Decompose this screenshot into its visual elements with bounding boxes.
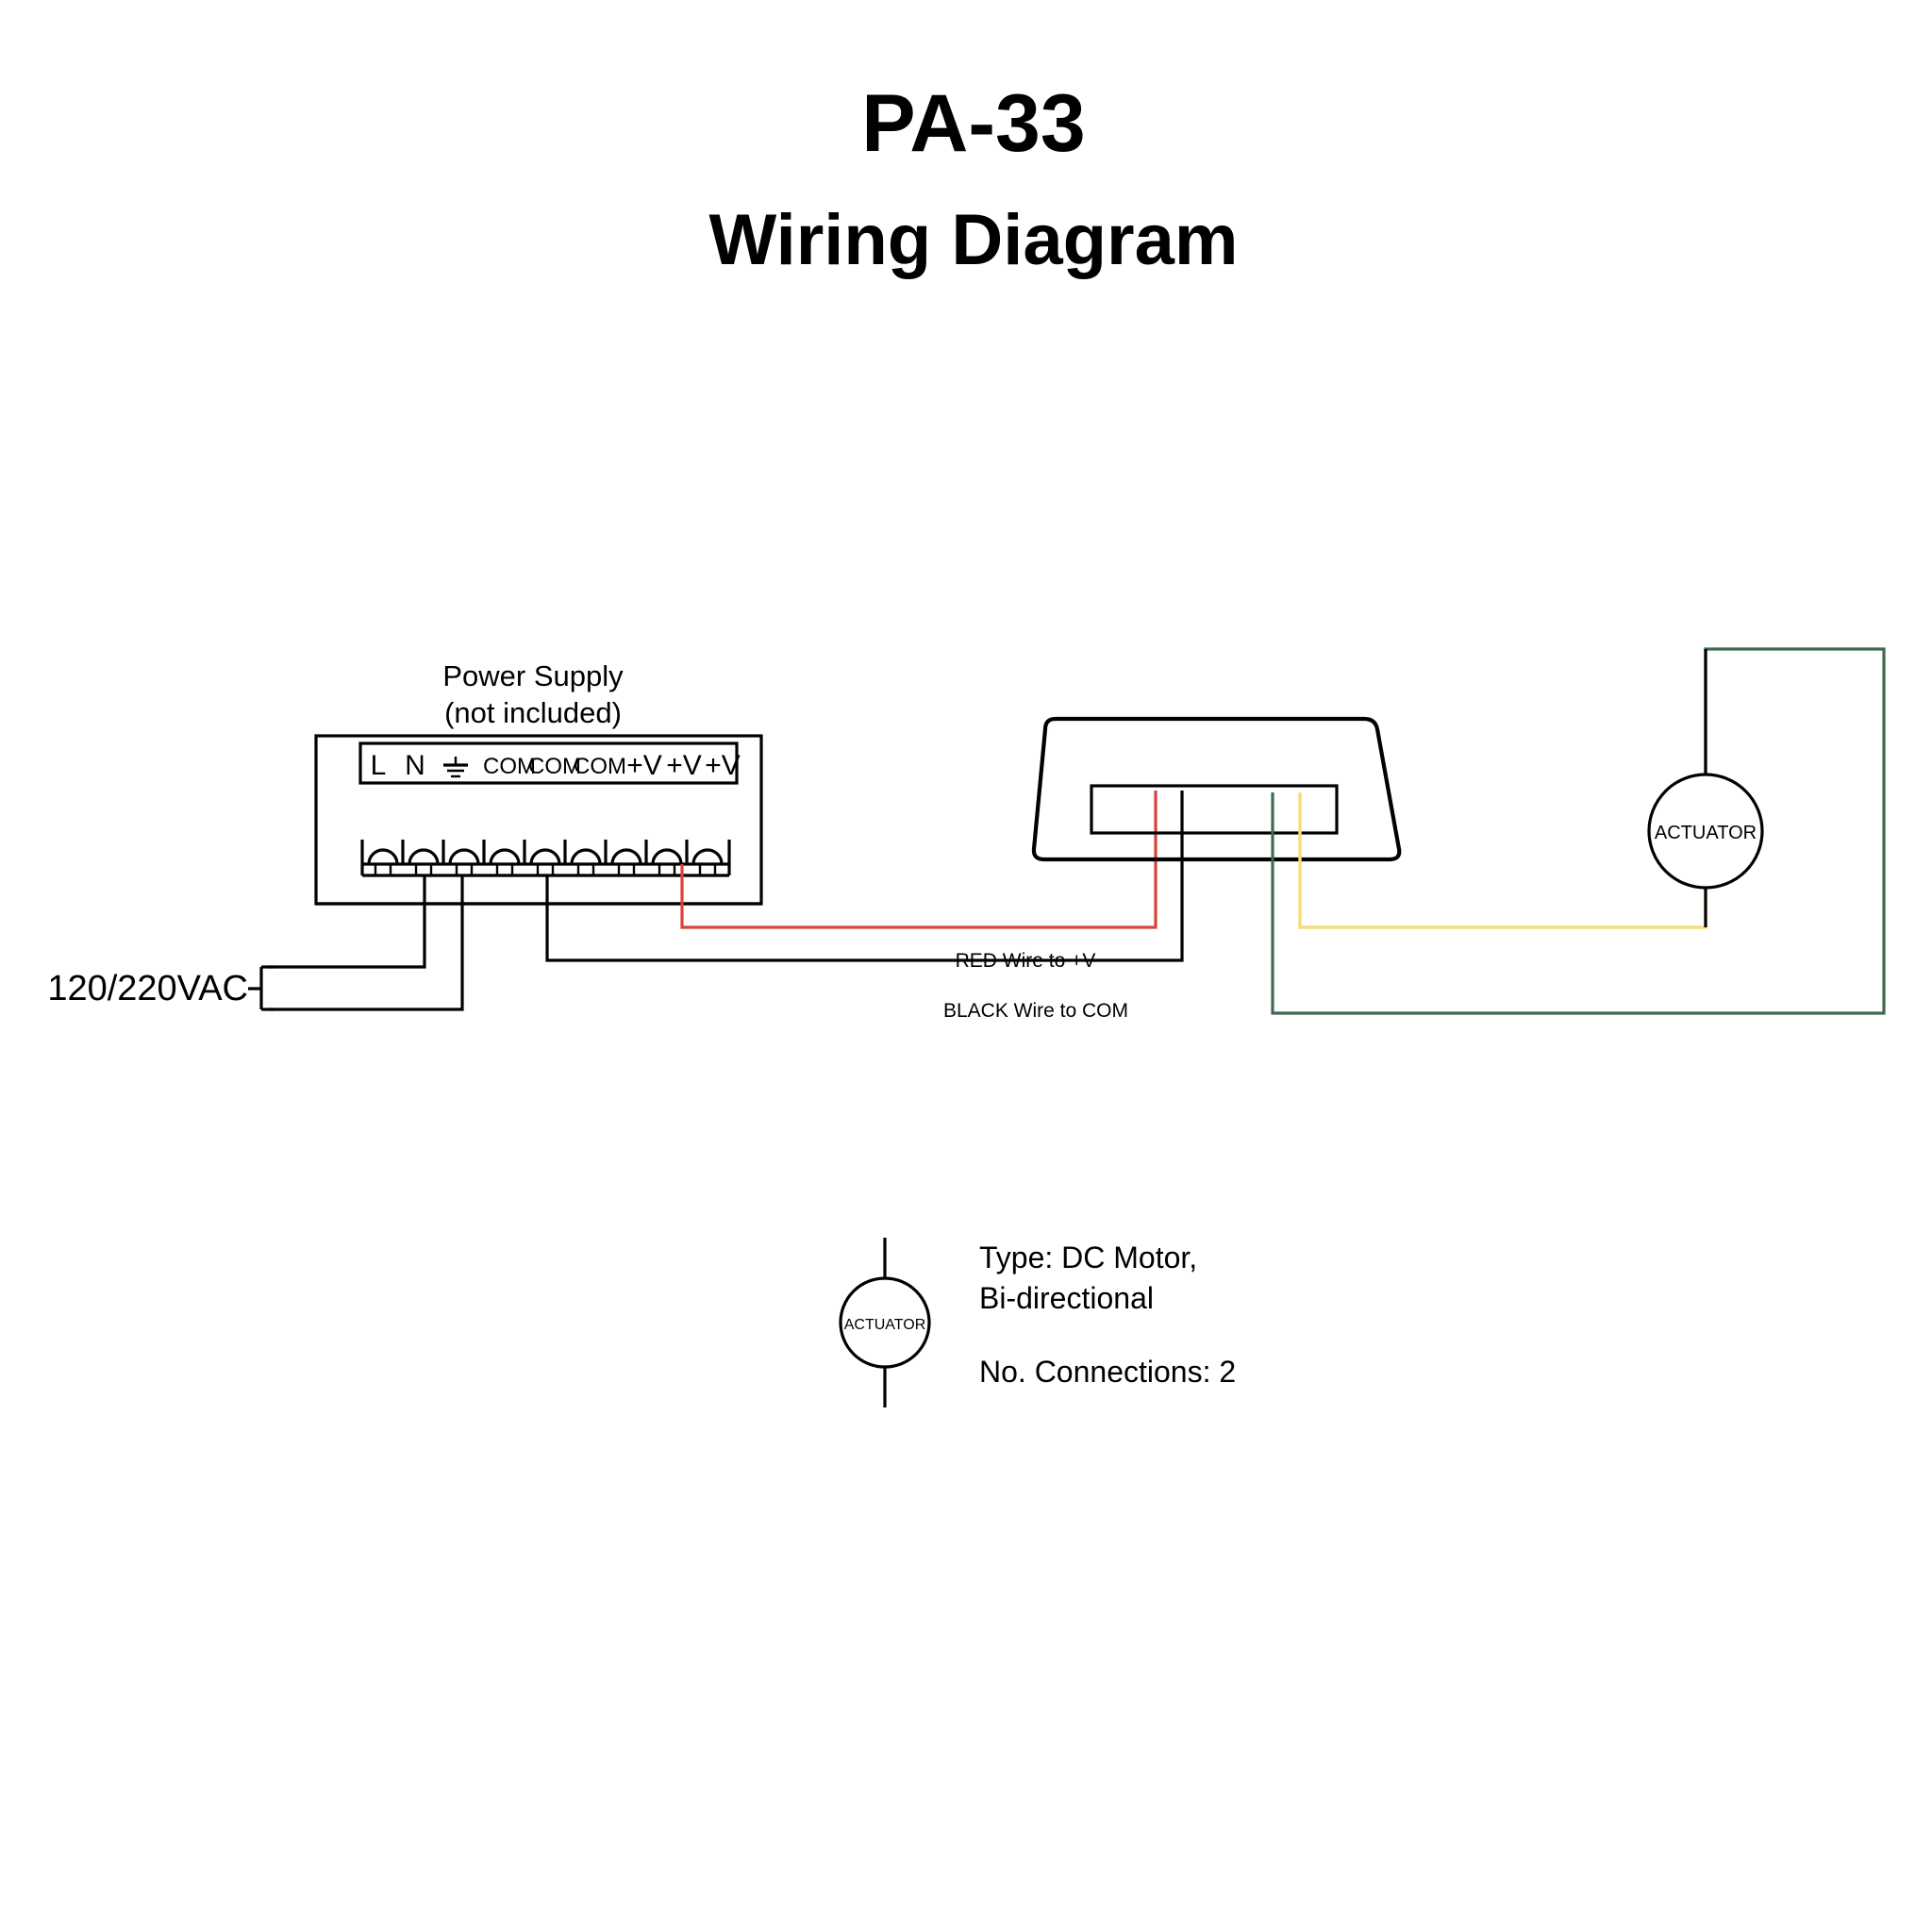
- legend-actuator-symbol: ACTUATOR: [839, 1238, 931, 1407]
- power-supply-label-line1: Power Supply: [442, 659, 624, 692]
- actuator-symbol: ACTUATOR: [1647, 649, 1764, 927]
- terminal-label-COM-2: COM: [528, 754, 581, 779]
- power-supply-label-line2: (not included): [444, 696, 622, 729]
- black-wire-label: BLACK Wire to COM: [943, 1000, 1128, 1022]
- legend-connections: No. Connections: 2: [979, 1355, 1236, 1389]
- legend-actuator-circle: [839, 1276, 931, 1369]
- terminal-label-COM-3: COM: [574, 754, 626, 779]
- legend-actuator-label: ACTUATOR: [844, 1317, 926, 1333]
- terminal-block: [360, 840, 731, 877]
- actuator-circle: [1647, 773, 1764, 890]
- terminal-label-plusV-1: +V: [626, 750, 662, 781]
- ac-line-wire: [269, 875, 426, 969]
- page-title-line2: Wiring Diagram: [709, 200, 1239, 280]
- control-box-terminal-slot: [1090, 784, 1339, 835]
- green-wire-actuator: [1271, 647, 1886, 1015]
- control-box-outline: [1031, 716, 1402, 862]
- terminal-label-plusV-3: +V: [705, 750, 741, 781]
- terminal-label-L: L: [371, 750, 387, 781]
- actuator-label: ACTUATOR: [1655, 823, 1757, 843]
- page-title-line1: PA-33: [861, 78, 1085, 169]
- ac-input-label: 120/220VAC: [47, 969, 248, 1008]
- black-wire-com: [545, 791, 1184, 962]
- ac-neutral-wire: [269, 875, 464, 1011]
- terminal-label-plusV-2: +V: [666, 750, 702, 781]
- terminal-label-COM-1: COM: [483, 754, 536, 779]
- terminal-legend-box: [358, 741, 739, 785]
- power-supply-module: L N COM COM COM +V +V +V: [314, 734, 763, 906]
- red-wire-label: RED Wire to +V: [956, 950, 1096, 972]
- control-box: [1031, 716, 1402, 862]
- earth-ground-icon: [443, 757, 468, 778]
- ac-input-bracket: [248, 965, 274, 1011]
- legend-type-line2: Bi-directional: [979, 1281, 1154, 1315]
- legend-type-line1: Type: DC Motor,: [979, 1241, 1197, 1274]
- terminal-label-N: N: [405, 750, 425, 781]
